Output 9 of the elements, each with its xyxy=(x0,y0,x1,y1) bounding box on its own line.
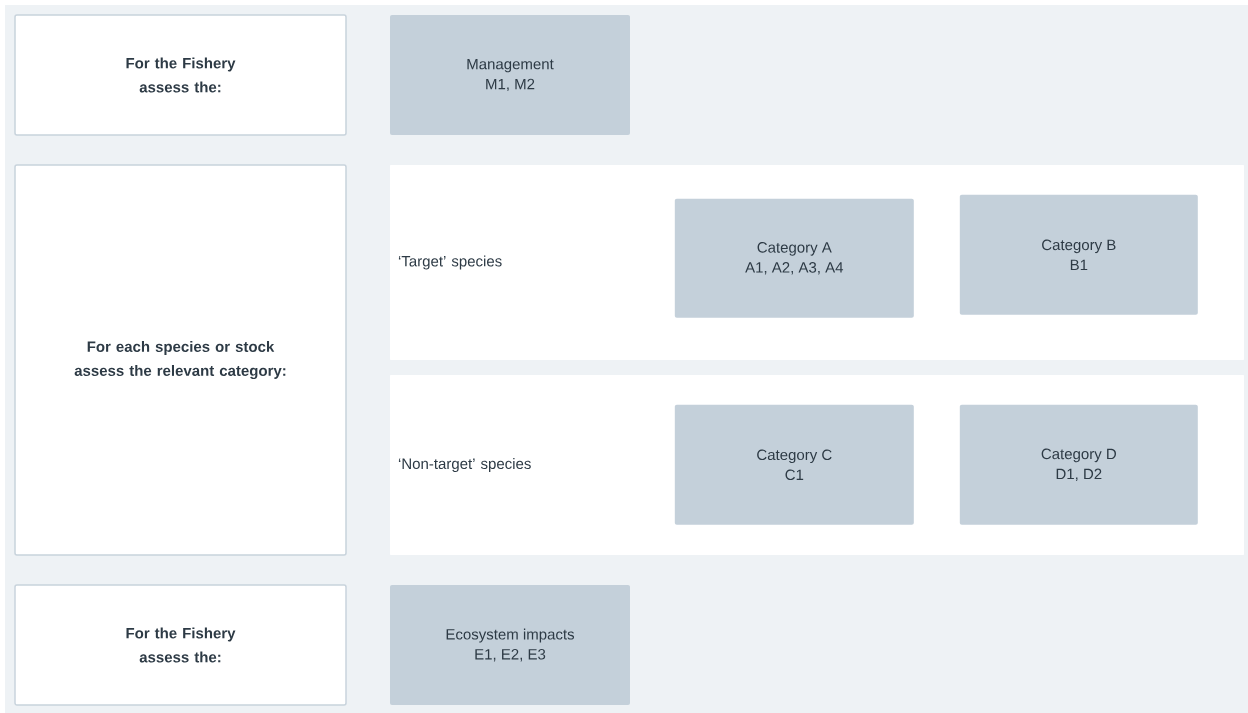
heading-box: For the Fishery assess the: xyxy=(14,14,347,136)
category-box: Category D D1, D2 xyxy=(959,404,1198,525)
category-box: Management M1, M2 xyxy=(390,15,630,135)
category-box: Category A A1, A2, A3, A4 xyxy=(674,198,914,318)
heading-box: For the Fishery assess the: xyxy=(14,584,347,706)
heading-box: For each species or stock assess the relevant category: xyxy=(14,164,347,556)
category-box: Category C C1 xyxy=(674,404,914,525)
category-box: Ecosystem impacts E1, E2, E3 xyxy=(390,585,630,705)
category-box: Category B B1 xyxy=(959,194,1198,315)
